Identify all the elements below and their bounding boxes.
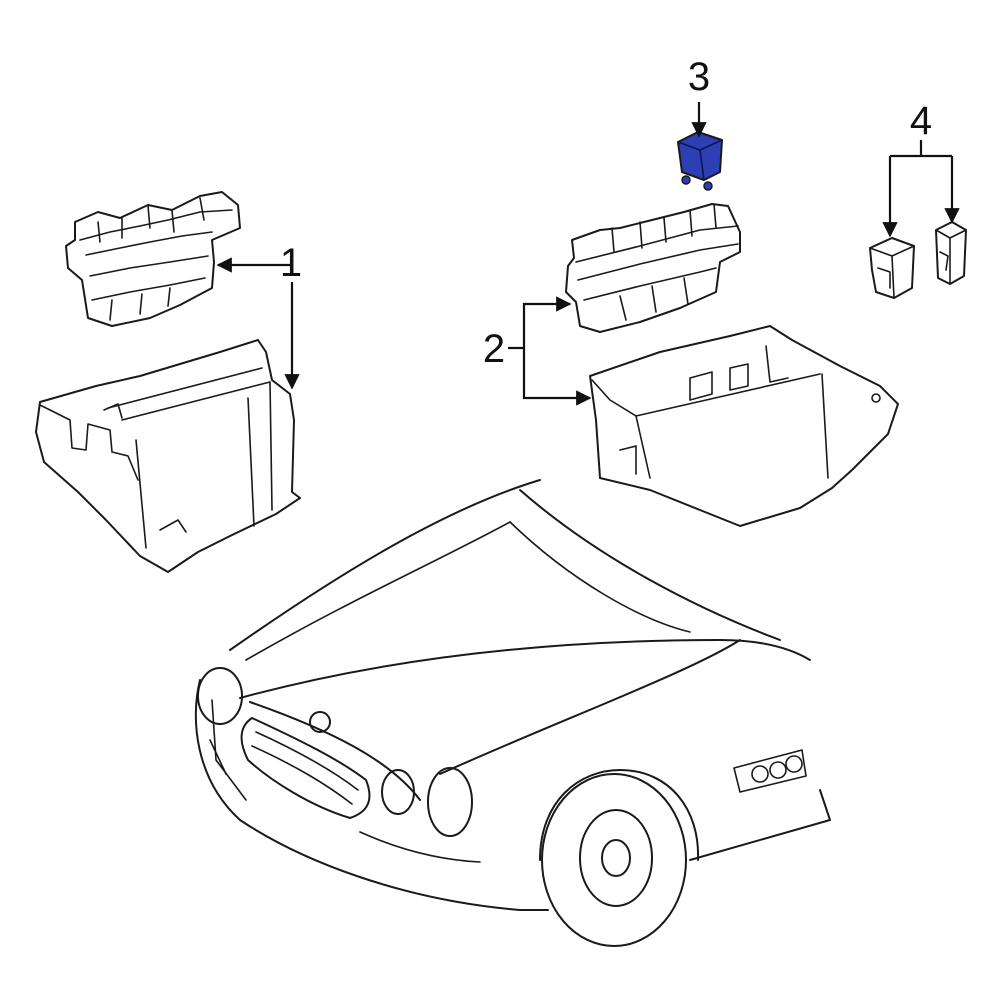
callout-2: 2	[483, 327, 505, 371]
fuse-box-housing-right[interactable]	[589, 325, 899, 527]
fuse-box-housing-left[interactable]	[35, 339, 301, 573]
callout-1: 1	[280, 241, 302, 285]
relay-pair[interactable]	[869, 221, 967, 299]
callout-4: 4	[910, 99, 932, 143]
fuse-block-right[interactable]	[565, 203, 741, 333]
leader-lines	[216, 102, 960, 406]
relay[interactable]	[677, 131, 723, 191]
fuse-block-left[interactable]	[65, 191, 241, 327]
vehicle-outline	[194, 479, 831, 947]
callout-3: 3	[688, 55, 710, 99]
